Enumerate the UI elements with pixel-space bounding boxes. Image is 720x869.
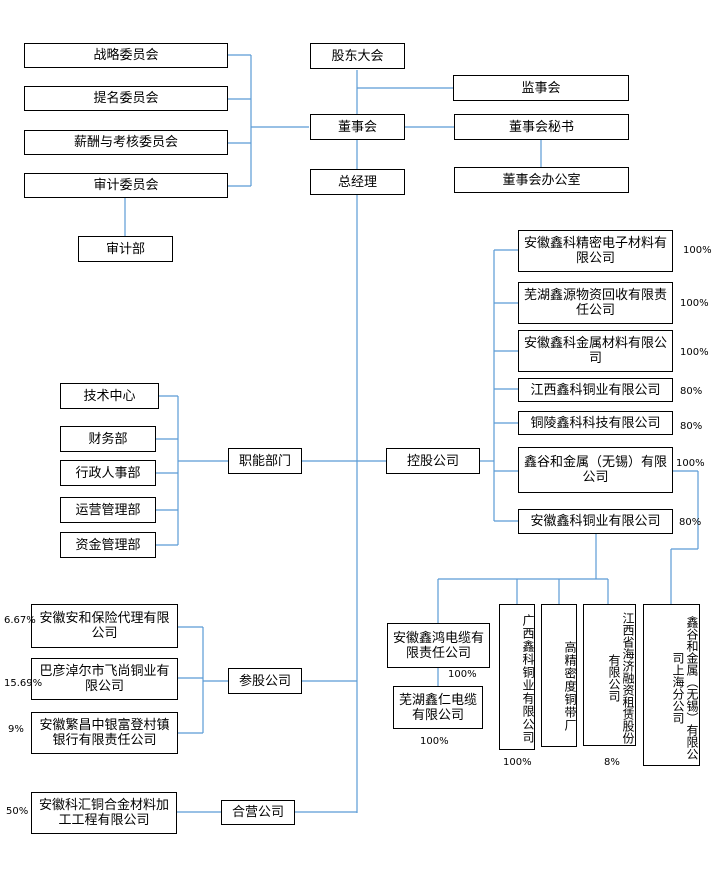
equity-companies-box: 参股公司	[228, 668, 302, 694]
jiangxi-leasing-company-box: 江西省海济融资租赁股份有限公司	[583, 604, 636, 746]
bank-pct: 9%	[8, 724, 24, 735]
shareholders-meeting-box: 股东大会	[310, 43, 405, 69]
functional-departments-box: 职能部门	[228, 448, 302, 474]
cable-company-box: 安徽鑫鸿电缆有限责任公司	[387, 623, 490, 668]
treasury-dept-box: 资金管理部	[60, 532, 156, 558]
joint-venture-box: 合营公司	[221, 800, 295, 825]
jiangxi-leasing-pct: 8%	[604, 757, 620, 768]
guangxi-copper-company-box: 广西鑫科铜业有限公司	[499, 604, 535, 750]
board-office-box: 董事会办公室	[454, 167, 629, 193]
wuhu-cable-company-box: 芜湖鑫仁电缆有限公司	[393, 686, 483, 729]
metal-materials-pct: 100%	[680, 347, 709, 358]
alloy-company-box: 安徽科汇铜合金材料加工工程有限公司	[31, 792, 177, 834]
anhui-copper-company-box: 安徽鑫科铜业有限公司	[518, 509, 673, 534]
finance-dept-box: 财务部	[60, 426, 156, 452]
anhui-copper-pct: 80%	[679, 517, 702, 528]
bayannur-pct: 15.69%	[4, 678, 43, 689]
metal-materials-company-box: 安徽鑫科金属材料有限公司	[518, 330, 673, 372]
alloy-pct: 50%	[6, 806, 29, 817]
recycling-company-box: 芜湖鑫源物资回收有限责任公司	[518, 282, 673, 324]
nomination-committee-box: 提名委员会	[24, 86, 228, 111]
audit-committee-box: 审计委员会	[24, 173, 228, 198]
wuhu-cable-pct: 100%	[420, 736, 449, 747]
recycling-pct: 100%	[680, 298, 709, 309]
holding-companies-box: 控股公司	[386, 448, 480, 474]
tongling-tech-company-box: 铜陵鑫科科技有限公司	[518, 411, 673, 435]
bank-company-box: 安徽繁昌中银富登村镇银行有限责任公司	[31, 712, 178, 754]
tongling-tech-pct: 80%	[680, 421, 703, 432]
electronic-materials-company-box: 安徽鑫科精密电子材料有限公司	[518, 230, 673, 272]
bayannur-company-box: 巴彦淖尔市飞尚铜业有限公司	[31, 658, 178, 700]
guangxi-copper-pct: 100%	[503, 757, 532, 768]
supervisory-board-box: 监事会	[453, 75, 629, 101]
compensation-committee-box: 薪酬与考核委员会	[24, 130, 228, 155]
board-box: 董事会	[310, 114, 405, 140]
admin-hr-dept-box: 行政人事部	[60, 460, 156, 486]
strategy-committee-box: 战略委员会	[24, 43, 228, 68]
electronic-materials-pct: 100%	[683, 245, 712, 256]
xingu-wuxi-pct: 100%	[676, 458, 705, 469]
operations-dept-box: 运营管理部	[60, 497, 156, 523]
xingu-wuxi-company-box: 鑫谷和金属（无锡）有限公司	[518, 447, 673, 493]
jiangxi-copper-pct: 80%	[680, 386, 703, 397]
cable-pct: 100%	[448, 669, 477, 680]
board-secretary-box: 董事会秘书	[454, 114, 629, 140]
insurance-company-box: 安徽安和保险代理有限公司	[31, 604, 178, 648]
insurance-pct: 6.67%	[4, 615, 36, 626]
strip-plant-box: 高精密度铜带厂	[541, 604, 577, 747]
tech-center-box: 技术中心	[60, 383, 159, 409]
audit-dept-box: 审计部	[78, 236, 173, 262]
shanghai-branch-box: 鑫谷和金属（无锡）有限公司上海分公司	[643, 604, 700, 766]
general-manager-box: 总经理	[310, 169, 405, 195]
jiangxi-copper-company-box: 江西鑫科铜业有限公司	[518, 378, 673, 402]
